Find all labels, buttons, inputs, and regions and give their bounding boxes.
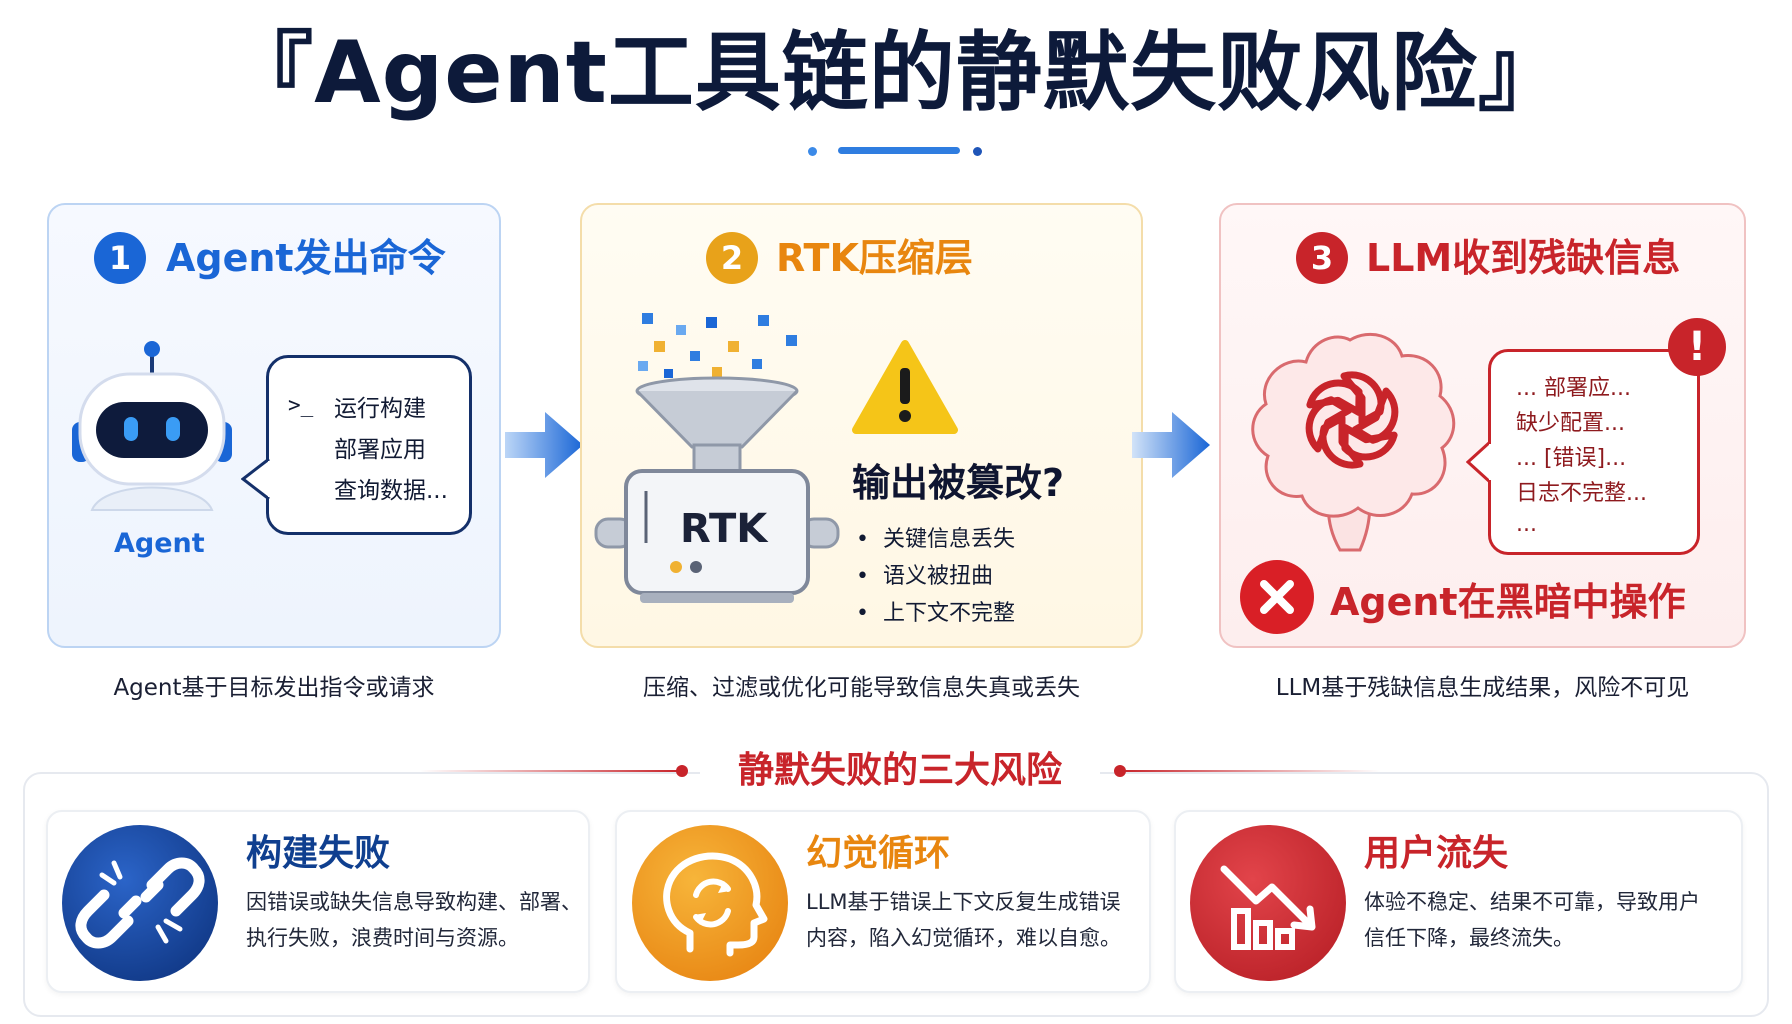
risk-description: LLM基于错误上下文反复生成错误 内容，陷入幻觉循环，难以自愈。: [806, 884, 1121, 956]
step-number-badge: 3: [1296, 232, 1348, 284]
risk-description: 体验不稳定、结果不可靠，导致用户 信任下降，最终流失。: [1364, 884, 1700, 956]
llm-brain-icon: [1240, 326, 1460, 556]
info-line: 日志不完整...: [1516, 481, 1647, 506]
step-number-badge: 1: [94, 232, 146, 284]
agent-label: Agent: [114, 528, 205, 559]
info-line: ...: [1516, 512, 1537, 537]
error-x-icon: [1240, 560, 1314, 634]
stage-title: Agent发出命令: [166, 236, 446, 280]
heading-rule: [420, 770, 680, 772]
stage-title: RTK压缩层: [776, 236, 973, 280]
alert-exclamation-icon: !: [1668, 318, 1726, 376]
flow-arrow-icon: [505, 412, 583, 478]
compression-machine-icon: [592, 305, 842, 605]
warning-icon: [850, 338, 960, 438]
incomplete-info-box: [1488, 349, 1700, 555]
stage-caption: Agent基于目标发出指令或请求: [113, 675, 435, 701]
broken-link-icon: [62, 825, 218, 981]
risk-desc-line: 执行失败，浪费时间与资源。: [246, 926, 519, 950]
heading-dot: [676, 765, 688, 777]
stage-caption: LLM基于残缺信息生成结果，风险不可见: [1275, 675, 1690, 701]
risk-title: 用户流失: [1364, 833, 1509, 874]
info-box-tail: [1466, 440, 1492, 484]
flow-arrow-icon: [1132, 412, 1210, 478]
warning-bullet: 上下文不完整: [856, 595, 1015, 627]
risk-desc-line: 因错误或缺失信息导致构建、部署、: [246, 890, 582, 914]
heading-rule: [1120, 770, 1380, 772]
risks-heading: 静默失败的三大风险: [700, 743, 1100, 799]
stage-title: LLM收到残缺信息: [1366, 236, 1681, 280]
bubble-tail: [241, 457, 271, 501]
risk-desc-line: 体验不稳定、结果不可靠，导致用户: [1364, 890, 1700, 914]
info-line: 缺少配置...: [1516, 411, 1625, 436]
title-decoration: [0, 0, 1792, 156]
bubble-line: 运行构建: [334, 396, 426, 422]
machine-label: RTK: [680, 506, 768, 552]
robot-icon: [64, 340, 244, 520]
risk-desc-line: LLM基于错误上下文反复生成错误: [806, 890, 1121, 914]
risk-title: 幻觉循环: [806, 833, 951, 874]
step-number-badge: 2: [706, 232, 758, 284]
declining-chart-icon: [1190, 825, 1346, 981]
heading-dot: [1114, 765, 1126, 777]
warning-title: 输出被篡改?: [852, 461, 1065, 505]
info-line: ... [错误]...: [1516, 446, 1627, 471]
head-loop-icon: [632, 825, 788, 981]
risk-desc-line: 内容，陷入幻觉循环，难以自愈。: [806, 926, 1121, 950]
bubble-line: 部署应用: [334, 437, 426, 463]
command-bubble: [266, 355, 472, 535]
risk-title: 构建失败: [246, 833, 391, 874]
risk-description: 因错误或缺失信息导致构建、部署、 执行失败，浪费时间与资源。: [246, 884, 582, 956]
warning-bullet: 语义被扭曲: [856, 558, 993, 590]
alert-title: Agent在黑暗中操作: [1330, 580, 1686, 624]
stage-caption: 压缩、过滤或优化可能导致信息失真或丢失: [643, 675, 1080, 701]
terminal-prompt-icon: >_: [288, 393, 314, 417]
bubble-line: 查询数据...: [334, 478, 448, 504]
info-line: ... 部署应...: [1516, 376, 1631, 401]
warning-bullet: 关键信息丢失: [856, 521, 1015, 553]
risk-desc-line: 信任下降，最终流失。: [1364, 926, 1574, 950]
page-title: 『Agent工具链的静默失败风险』: [227, 23, 1565, 123]
